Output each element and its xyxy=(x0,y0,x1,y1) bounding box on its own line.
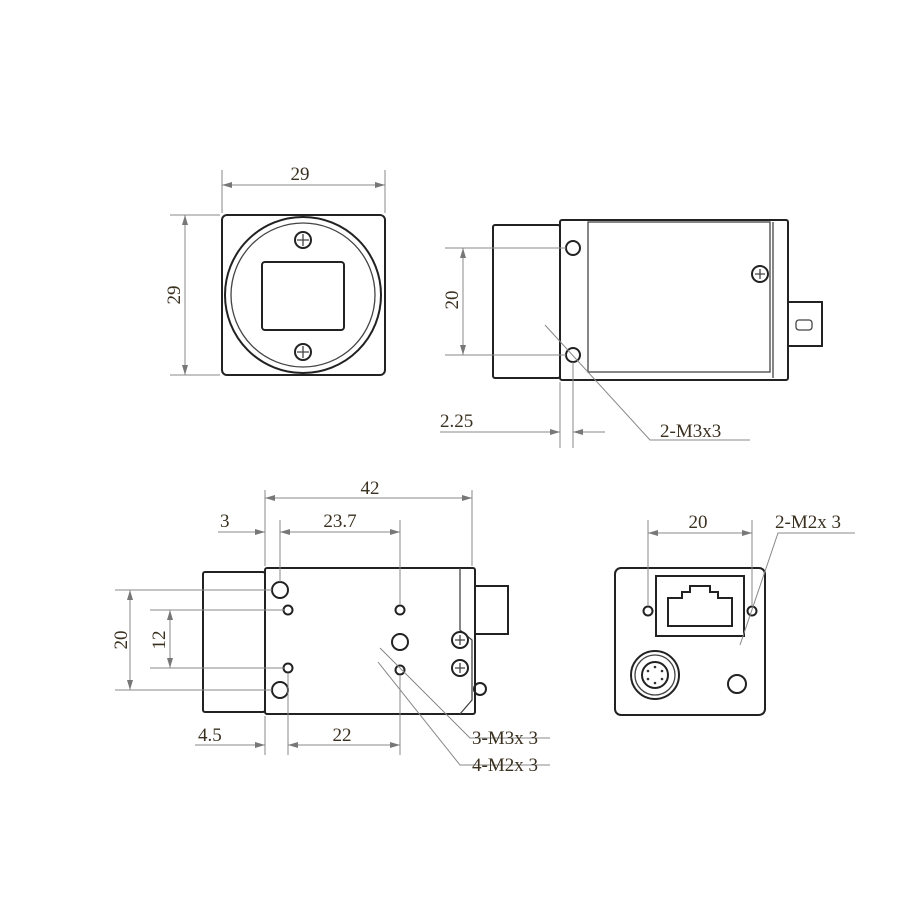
bottom-outer-spacing-label: 20 xyxy=(111,631,132,650)
side-hole-spacing-label: 20 xyxy=(442,291,463,310)
bottom-m2-callout: 4-M2x 3 xyxy=(472,755,538,776)
screw-icon xyxy=(294,231,312,249)
side-view: 20 2.25 2-M3x3 xyxy=(440,219,823,448)
bottom-small-offset-label: 4.5 xyxy=(198,725,222,746)
bottom-hole-distance-label: 23.7 xyxy=(323,511,356,532)
io-connector-icon xyxy=(630,650,680,700)
bottom-m3-callout: 3-M3x 3 xyxy=(472,728,538,749)
bottom-front-offset-label: 3 xyxy=(220,511,230,532)
side-hole-callout: 2-M3x3 xyxy=(660,421,721,442)
ethernet-port-icon xyxy=(667,585,733,627)
screw-icon xyxy=(451,659,469,677)
back-hole-callout: 2-M2x 3 xyxy=(775,512,841,533)
screw-icon xyxy=(751,265,769,283)
bottom-view: 42 3 23.7 20 12 4.5 22 3-M3x 3 4-M2x 3 xyxy=(111,478,550,776)
bottom-small-distance-label: 22 xyxy=(333,725,352,746)
screw-icon xyxy=(294,343,312,361)
front-width-label: 29 xyxy=(291,164,310,185)
bottom-length-label: 42 xyxy=(361,478,380,499)
bottom-inner-spacing-label: 12 xyxy=(149,631,170,650)
back-view: 20 2-M2x 3 xyxy=(614,512,855,716)
front-height-label: 29 xyxy=(164,286,185,305)
front-view: 29 29 xyxy=(164,164,386,376)
side-hole-offset-label: 2.25 xyxy=(440,411,473,432)
screw-icon xyxy=(451,631,469,649)
back-hole-spacing-label: 20 xyxy=(689,512,708,533)
